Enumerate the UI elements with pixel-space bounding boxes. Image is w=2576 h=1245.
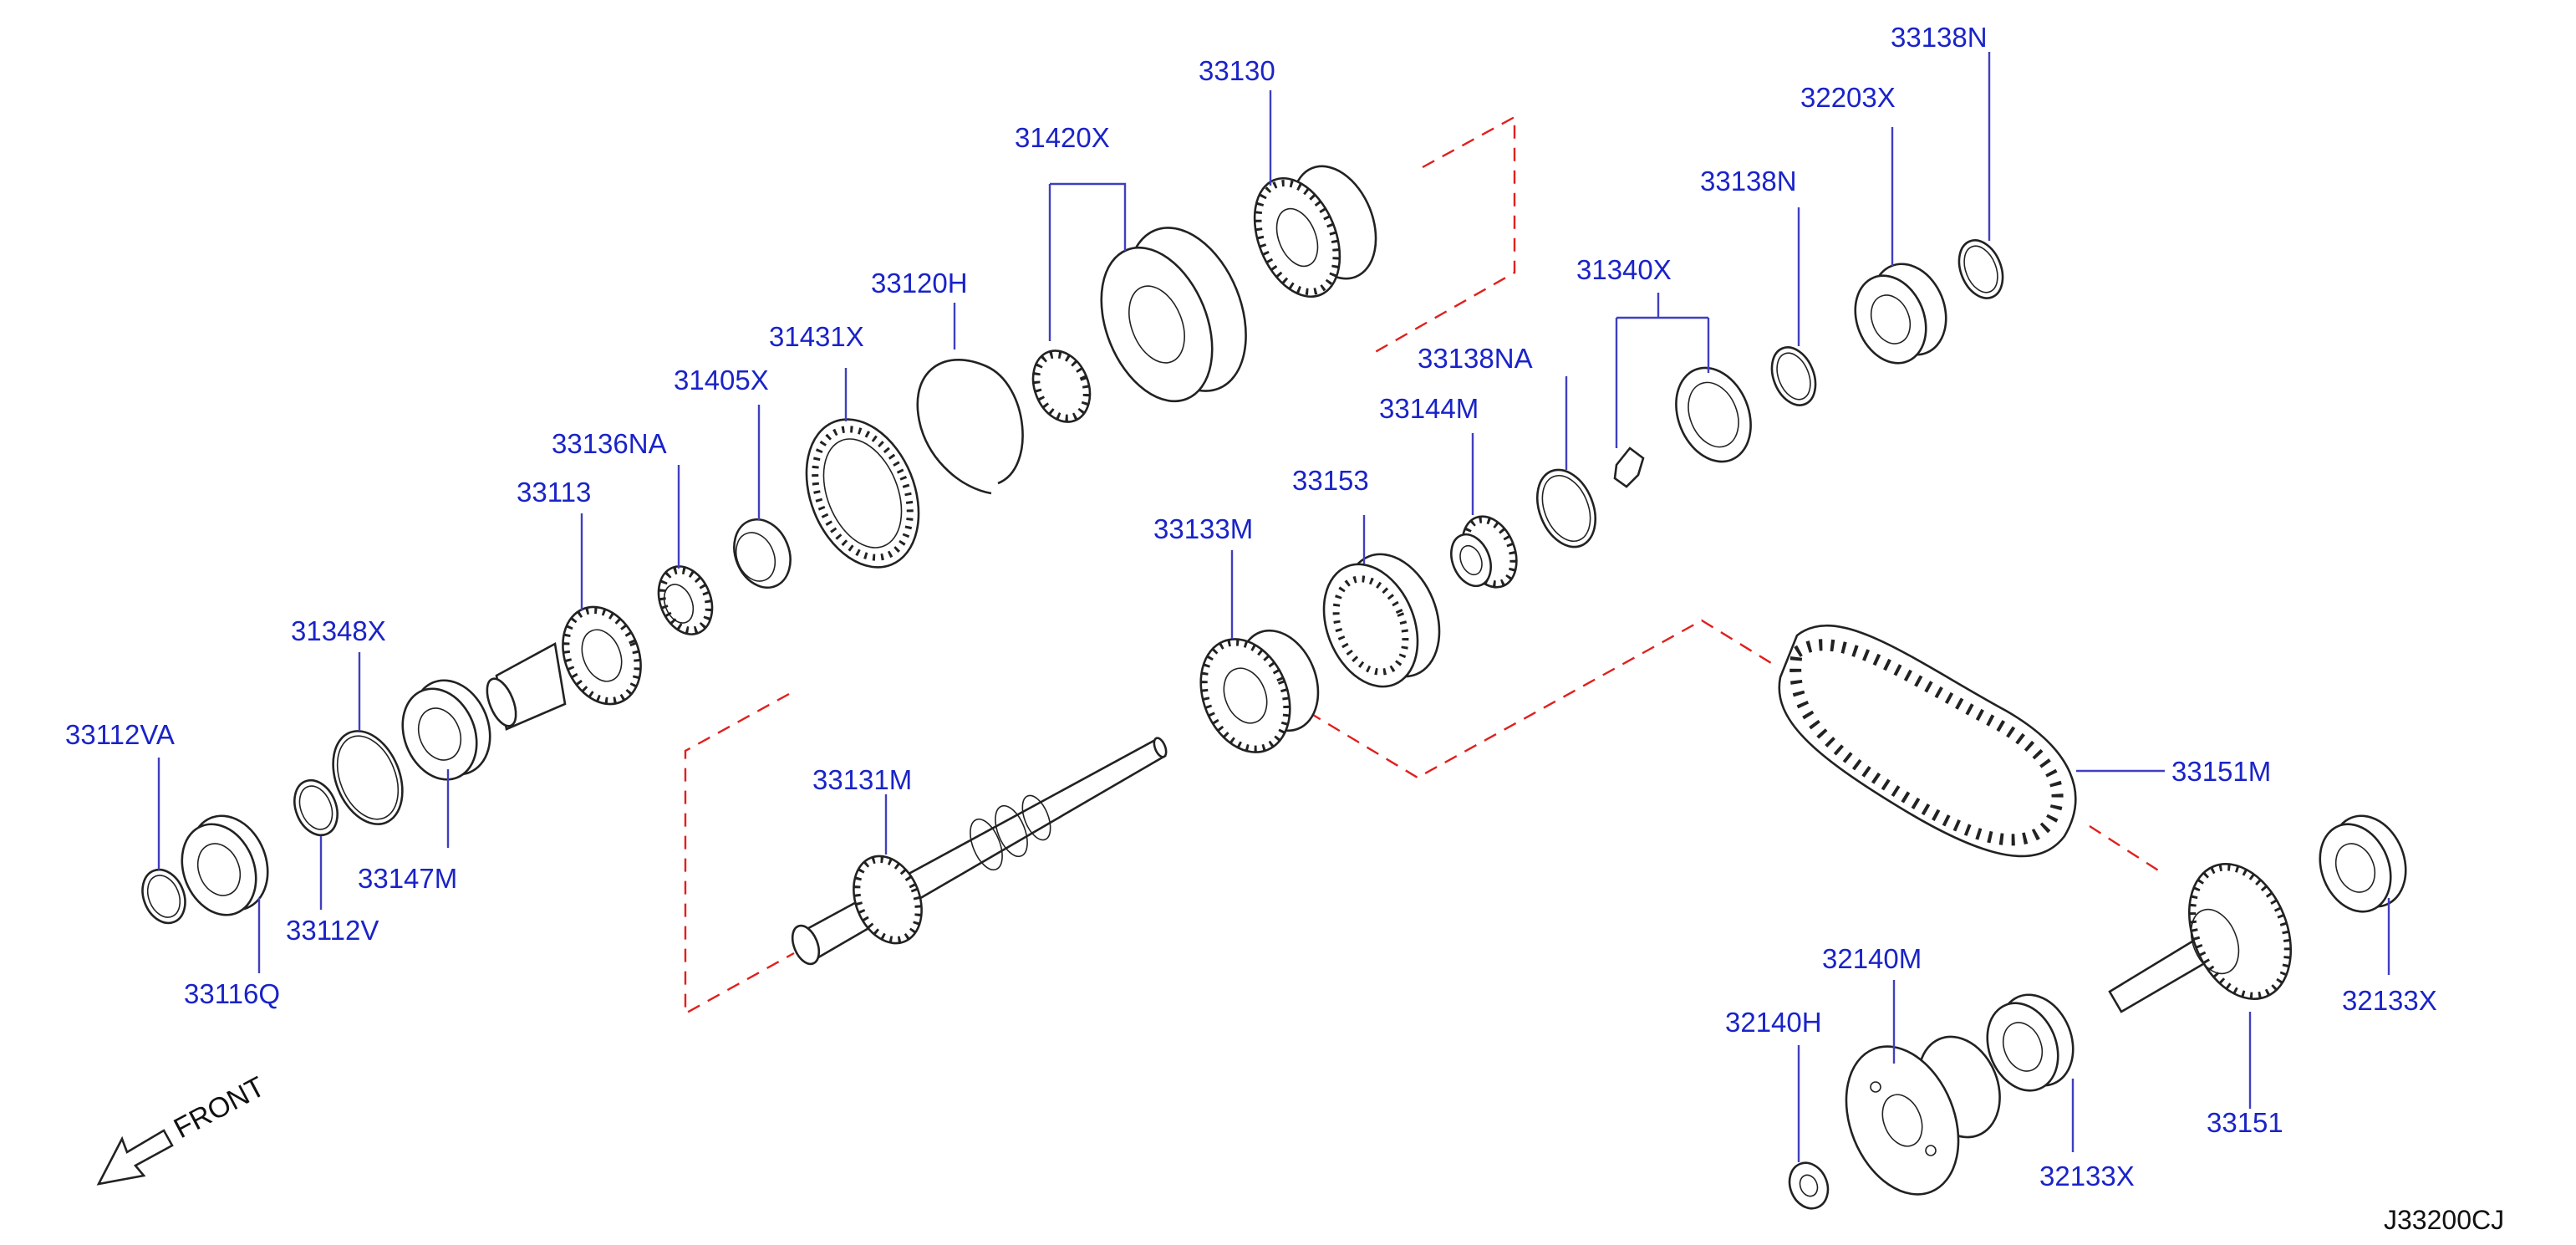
callout-31348x: 31348X <box>291 615 386 646</box>
callout-33153: 33153 <box>1292 465 1369 496</box>
part-32133x-bearing-right <box>2319 814 2407 913</box>
callout-32133x: 32133X <box>2039 1161 2135 1191</box>
part-33136na-needle-bearing <box>657 565 714 635</box>
reference-outline-left <box>684 692 795 1016</box>
drawing-code: J33200CJ <box>2384 1205 2504 1235</box>
callout-31340x: 31340X <box>1576 254 1672 285</box>
part-32140m-companion-flange <box>1845 1035 2001 1196</box>
part-31405x-bushing <box>733 518 792 589</box>
callout-33112v: 33112V <box>286 915 379 946</box>
part-31420x-planet-carrier <box>1031 227 1247 423</box>
part-32140h-lock-nut <box>1788 1161 1830 1210</box>
callout-33131m: 33131M <box>812 764 912 795</box>
callout-33120h: 33120H <box>871 268 968 298</box>
part-33112v-snap-ring <box>293 778 339 837</box>
part-31340x-oil-pump-rotor <box>1613 366 1752 488</box>
callout-33113: 33113 <box>517 477 591 508</box>
callout-31420x: 31420X <box>1015 122 1110 153</box>
front-direction-indicator: FRONT <box>96 1071 270 1186</box>
part-33116q-bearing <box>181 814 269 916</box>
front-label: FRONT <box>169 1071 270 1146</box>
part-31431x-internal-gear <box>805 418 920 569</box>
callout-33138na: 33138NA <box>1418 343 1533 374</box>
part-33130-sun-gear <box>1253 165 1377 298</box>
part-33138n-snap-ring-lower <box>1770 346 1817 406</box>
callout-33144m: 33144M <box>1379 393 1479 424</box>
part-33131m-main-shaft <box>791 737 1168 966</box>
part-33147m-bearing <box>401 679 491 781</box>
callout-31431x: 31431X <box>769 321 864 352</box>
part-33113-input-gear <box>486 605 642 731</box>
part-33120h-snap-ring <box>916 358 1024 495</box>
part-33144m-sleeve <box>1450 515 1518 589</box>
callout-33151: 33151 <box>2207 1107 2283 1138</box>
callout-32133x: 32133X <box>2342 985 2437 1016</box>
leader-lines <box>157 52 2390 1162</box>
part-33133m-drive-sprocket <box>1199 629 1320 753</box>
reference-outline-belt <box>1308 619 2166 876</box>
callout-33130: 33130 <box>1199 55 1275 86</box>
part-32203x-bearing <box>1854 263 1947 365</box>
part-33153-clutch-hub <box>1322 553 1441 688</box>
callout-33133m: 33133M <box>1153 513 1253 544</box>
callout-33112va: 33112VA <box>65 719 175 750</box>
callout-33116q: 33116Q <box>184 978 280 1009</box>
part-31348x-o-ring <box>332 730 404 825</box>
part-33138n-snap-ring-upper <box>1957 239 2004 299</box>
callout-32140h: 32140H <box>1725 1007 1822 1038</box>
callout-33138n: 33138N <box>1891 22 1988 53</box>
part-33138na-snap-ring <box>1536 468 1596 549</box>
callout-32203x: 32203X <box>1800 82 1896 113</box>
part-33151-driven-sprocket <box>2108 863 2293 1013</box>
front-arrow-icon <box>96 1129 174 1186</box>
reference-outline-upper <box>1370 115 1516 356</box>
callout-labels: 33130 31420X 33138N 32203X 33138N 31340X… <box>65 22 2437 1191</box>
part-33151m-drive-chain <box>1778 625 2077 858</box>
callout-33136na: 33136NA <box>552 428 667 459</box>
callout-33138n: 33138N <box>1700 166 1797 196</box>
callout-33147m: 33147M <box>358 863 457 894</box>
callout-32140m: 32140M <box>1822 943 1922 974</box>
part-32133x-bearing-lower <box>1986 993 2075 1092</box>
callout-31405x: 31405X <box>674 365 769 395</box>
part-33112va-snap-ring <box>141 868 186 925</box>
callout-33151m: 33151M <box>2171 756 2271 787</box>
